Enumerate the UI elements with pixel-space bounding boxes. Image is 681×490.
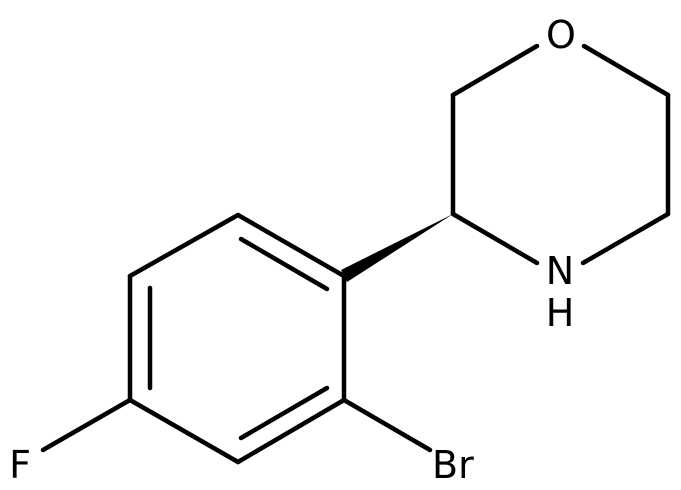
bond-ar-2 (127, 212, 241, 279)
bond-c-o-left (450, 43, 540, 98)
nitrogen-label: N (546, 249, 574, 293)
bond-ar-4 (127, 397, 241, 465)
bond-ar-1-inner (238, 236, 330, 292)
bond-c-br (341, 397, 433, 453)
bond-ar-5 (235, 397, 347, 465)
bond-c-n-right (580, 211, 671, 266)
bond-n-c-left (450, 211, 540, 266)
wedge-bond (341, 214, 453, 282)
oxygen-label: O (546, 13, 576, 57)
fluorine-label: F (9, 443, 31, 487)
benzene-ring (127, 212, 347, 465)
bond-ar-1 (235, 212, 347, 279)
bromine-label: Br (432, 443, 474, 487)
morpholine-ring (450, 43, 671, 266)
bond-o-c-right (581, 43, 671, 98)
bond-ar-5-inner (238, 385, 330, 441)
bond-c-f (40, 397, 133, 453)
hydrogen-label: H (546, 291, 575, 335)
